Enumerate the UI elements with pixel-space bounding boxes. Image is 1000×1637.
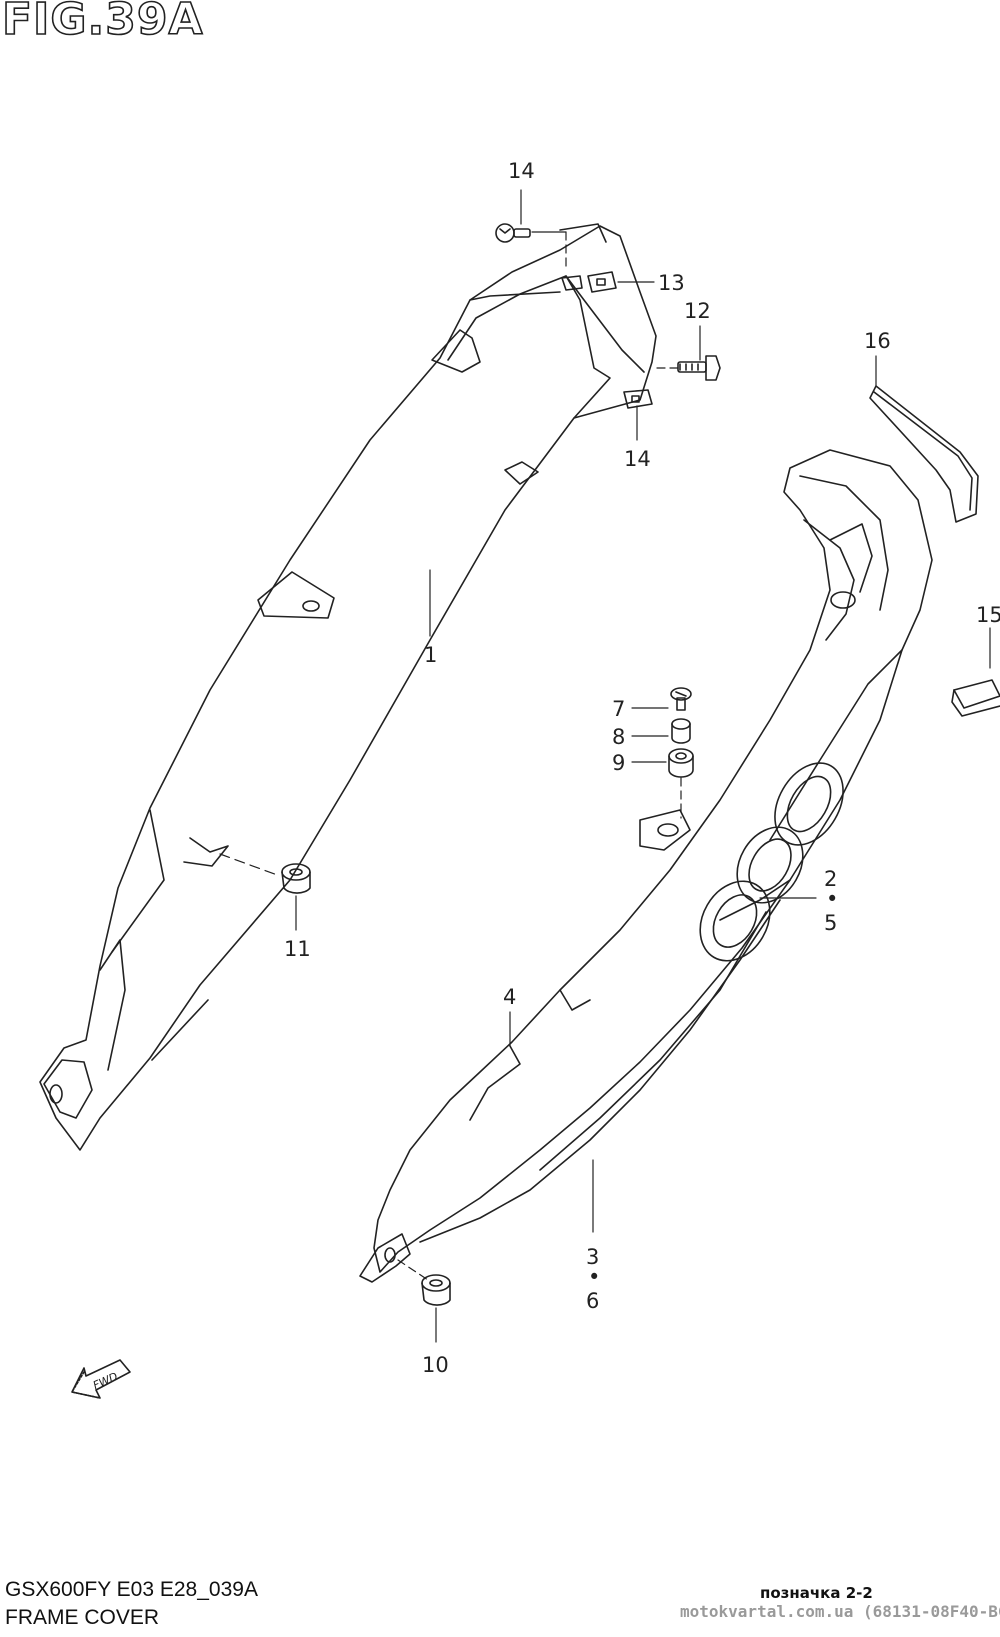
clip-14-upper (561, 271, 617, 293)
right-frame-cover (359, 449, 933, 1283)
callout-6: 6 (586, 1289, 599, 1313)
page-note: позначка 2-2 (760, 1584, 873, 1602)
callout-8: 8 (612, 725, 625, 749)
callout-3: 3 (586, 1245, 599, 1269)
callout-13: 14 (508, 159, 535, 183)
callout-1: 1 (424, 643, 437, 667)
callout-14-lower: 14 (624, 447, 651, 471)
screw-7 (670, 687, 692, 711)
callout-11: 11 (284, 937, 311, 961)
forward-arrow-label: FWD (91, 1370, 120, 1392)
callout-3-6-dot: • (588, 1265, 600, 1289)
callout-2: 2 (824, 867, 837, 891)
callout-15: 15 (976, 603, 1000, 627)
bolt-12 (677, 355, 721, 381)
watermark: motokvartal.com.ua (68131-08F40-BC8 (680, 1602, 1000, 1621)
clip-14-lower (623, 389, 653, 409)
figure-title: FIG.39A (1, 0, 204, 46)
grommet-9 (668, 748, 694, 778)
callout-7: 7 (612, 697, 625, 721)
grommet-10 (421, 1274, 451, 1306)
callout-10: 10 (422, 1353, 449, 1377)
left-frame-cover (39, 223, 657, 1151)
grommet-11 (281, 863, 311, 894)
callout-12: 12 (684, 299, 711, 323)
pad-15 (951, 679, 1000, 717)
collar-8 (671, 718, 691, 744)
callout-2-5-dot: • (826, 887, 838, 911)
section-name: FRAME COVER (5, 1606, 160, 1629)
strip-16 (869, 385, 979, 523)
forward-arrow-icon (71, 1359, 131, 1399)
callout-16: 16 (864, 329, 891, 353)
leader-lines (219, 189, 991, 1343)
callout-4: 4 (503, 985, 516, 1009)
screw-13 (495, 223, 531, 243)
emblem-text: 600 (720, 939, 722, 941)
model-code: GSX600FY E03 E28_039A (5, 1578, 258, 1601)
callout-5: 5 (824, 911, 837, 935)
callout-9: 9 (612, 751, 625, 775)
callout-14-upper: 13 (658, 271, 685, 295)
